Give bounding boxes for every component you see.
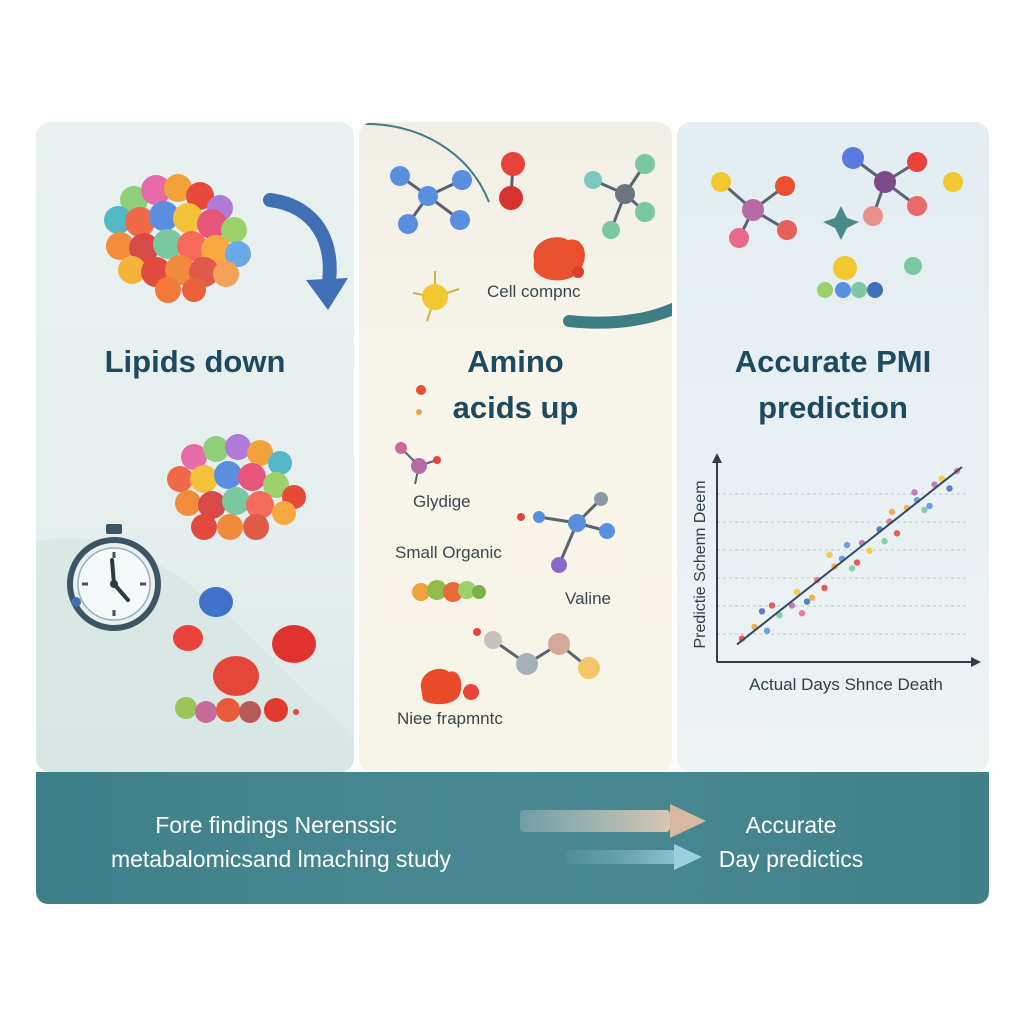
data-point (826, 551, 833, 558)
data-point (798, 610, 806, 617)
data-point (848, 565, 856, 572)
lipids-heading: Lipids down (104, 344, 286, 379)
molecule-top-right (584, 154, 655, 239)
amino-heading-line2: acids up (452, 390, 579, 425)
data-point (893, 530, 901, 537)
amino-heading-line1: Amino (467, 344, 564, 379)
pmi-molecules (711, 147, 963, 298)
footer-left-line2: metabalomicsand lmaching study (110, 846, 452, 872)
data-point (776, 612, 783, 619)
y-axis-arrow (712, 453, 722, 463)
data-point (881, 537, 888, 545)
molecule-middle-right (517, 492, 615, 573)
pmi-heading: Accurate PMI prediction (677, 339, 989, 431)
glycine-label: Glydige (413, 492, 471, 511)
lipid-cluster-large (104, 174, 251, 303)
data-point (763, 627, 771, 634)
chain-molecule (473, 628, 600, 679)
pmi-scatter-chart: Actual Days Shnce Death Predictie Schenn … (692, 453, 981, 694)
footer-banner: Fore findings Nerenssic metabalomicsand … (36, 772, 989, 904)
pmi-heading-line1: Accurate PMI (734, 344, 932, 379)
data-point (926, 502, 933, 510)
small-organic-cluster (412, 580, 486, 602)
footer-arrows (520, 804, 706, 870)
data-point (866, 547, 873, 555)
data-point (793, 588, 801, 595)
data-point (758, 608, 766, 615)
data-point (888, 508, 896, 516)
valine-label: Valine (565, 589, 611, 608)
cell-compound-label: Cell compnc (487, 282, 581, 301)
molecule-top-left (390, 166, 472, 234)
free-fragment-blob (420, 668, 479, 705)
footer-left-line1: Fore findings Nerenssic (155, 812, 397, 838)
data-point (788, 602, 796, 609)
data-point (808, 594, 816, 601)
y-axis-label: Predictie Schenn Deem (692, 480, 709, 648)
pmi-panel: Accurate PMI prediction Actual Days Shnc… (677, 122, 989, 772)
x-axis-label: Actual Days Shnce Death (749, 675, 943, 694)
arc-line (359, 122, 490, 203)
data-point (931, 481, 938, 488)
data-point (853, 559, 861, 566)
amino-heading: Amino acids up (359, 339, 672, 431)
trend-line (736, 466, 963, 646)
lipid-cluster-small (167, 434, 306, 540)
yellow-molecule (412, 271, 460, 322)
data-point (911, 489, 918, 496)
small-organic-label: Small Organic (395, 543, 502, 562)
teal-arrow (563, 302, 672, 329)
amino-heading-dots (416, 385, 426, 415)
lipid-droplets (71, 587, 316, 723)
data-point (843, 541, 851, 549)
amino-panel: Cell compnc Amino acids up Glydige (359, 122, 672, 772)
pmi-heading-line2: prediction (758, 390, 908, 425)
down-arrow (263, 193, 348, 310)
glycine-molecule (395, 442, 441, 485)
footer-right-line2: Day predictics (718, 846, 864, 872)
stopwatch-icon (67, 524, 161, 631)
data-point (803, 598, 811, 605)
data-point (768, 602, 776, 609)
molecule-top-center (499, 152, 525, 210)
x-axis-arrow (971, 657, 981, 667)
data-point (946, 485, 953, 492)
orange-blob (533, 237, 585, 281)
free-fragment-label: Niee frapmntc (397, 709, 503, 728)
data-point (821, 584, 828, 592)
footer-right-line1: Accurate (745, 812, 837, 838)
data-point (921, 506, 928, 514)
lipids-panel: Lipids down (36, 122, 354, 772)
